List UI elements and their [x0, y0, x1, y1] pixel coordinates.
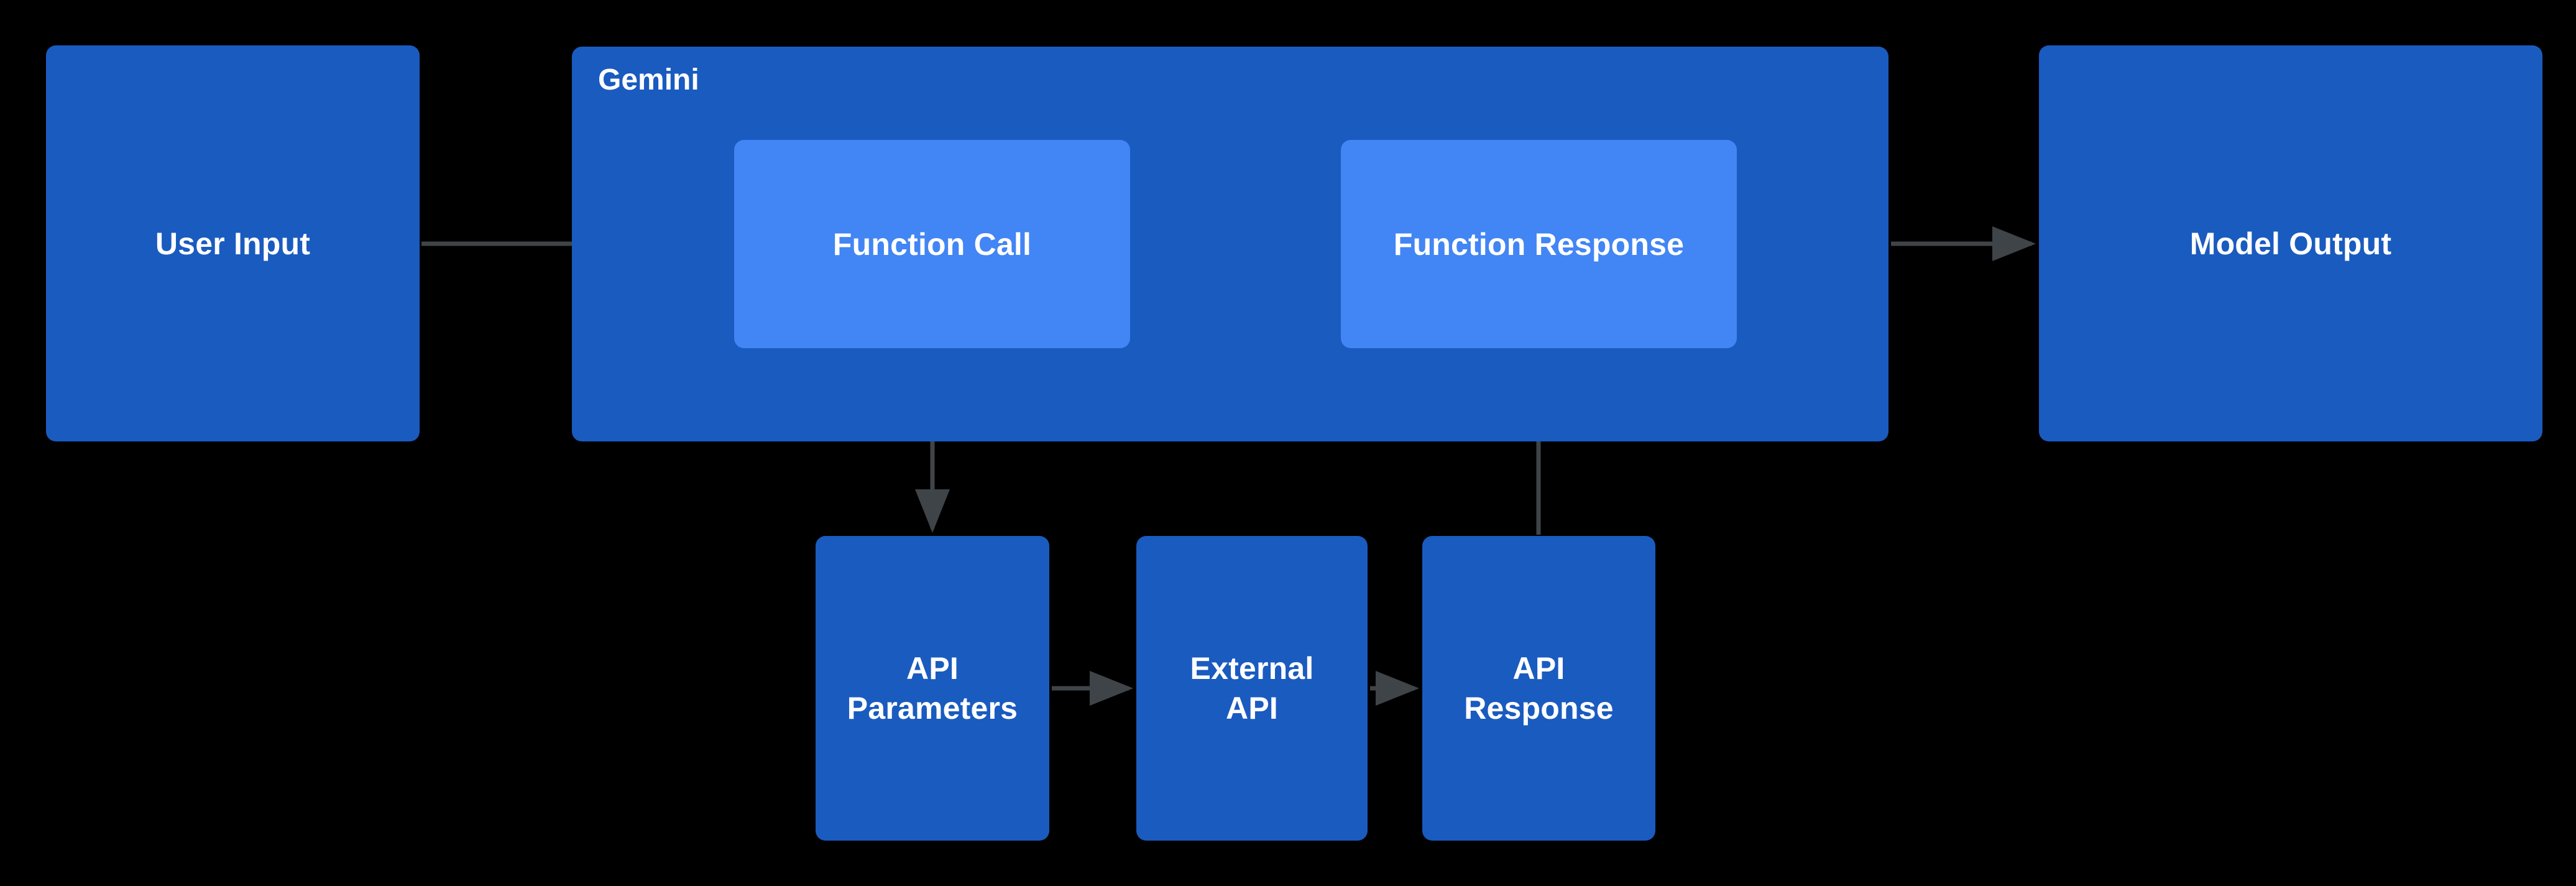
- node-api-parameters-label: API Parameters: [847, 648, 1018, 728]
- subgraph-gemini-label: Gemini: [598, 63, 699, 96]
- node-function-call-label: Function Call: [832, 226, 1032, 262]
- node-api-parameters[interactable]: API Parameters: [816, 536, 1049, 841]
- node-api-parameters-label-line2: Parameters: [847, 691, 1018, 726]
- node-function-response[interactable]: Function Response: [1341, 140, 1737, 348]
- node-model-output[interactable]: Model Output: [2039, 45, 2542, 441]
- node-api-response-label-line1: API: [1512, 651, 1565, 686]
- node-user-input[interactable]: User Input: [46, 45, 420, 441]
- node-api-parameters-label-line1: API: [906, 651, 959, 686]
- node-api-response-label: API Response: [1464, 648, 1614, 728]
- node-model-output-label: Model Output: [2189, 226, 2392, 261]
- node-user-input-label: User Input: [155, 226, 311, 261]
- node-function-response-label: Function Response: [1393, 226, 1685, 262]
- node-api-response[interactable]: API Response: [1422, 536, 1655, 841]
- node-external-api-label-line2: API: [1226, 691, 1278, 726]
- node-external-api-label-line1: External: [1190, 651, 1314, 686]
- node-api-response-label-line2: Response: [1464, 691, 1614, 726]
- node-function-call[interactable]: Function Call: [734, 140, 1130, 348]
- node-external-api[interactable]: External API: [1136, 536, 1368, 841]
- node-external-api-label: External API: [1190, 648, 1314, 728]
